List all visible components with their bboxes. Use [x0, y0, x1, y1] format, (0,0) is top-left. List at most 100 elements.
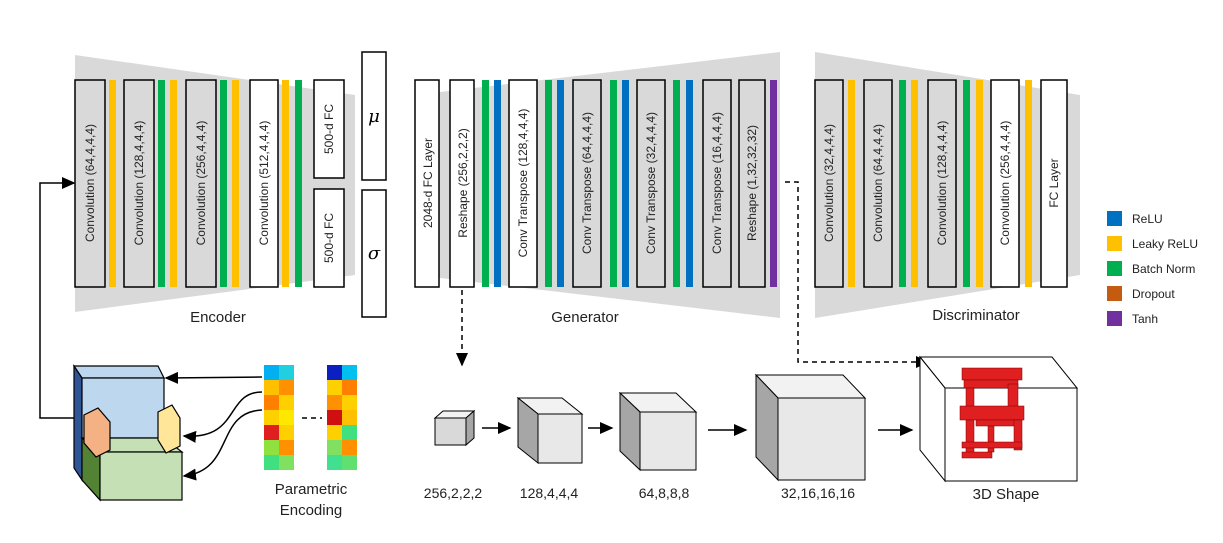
leaky-relu-bar [282, 80, 289, 287]
discriminator-layer-2 [863, 79, 893, 288]
generator-layer-3-label: Conv Transpose (128,4,4,4) [516, 109, 530, 258]
encoding-arrow-3 [182, 409, 263, 481]
chair-arm-right [157, 404, 181, 454]
chair-arm-left [83, 407, 111, 458]
generator-block: 2048-d FC Layer Reshape (256,2,2,2) Conv… [414, 52, 780, 326]
legend-label-batch-norm: Batch Norm [1132, 262, 1195, 276]
chair-back-top [72, 365, 165, 379]
cube-1-label: 256,2,2,2 [424, 485, 483, 501]
generator-label: Generator [551, 309, 619, 326]
leaky-relu-bar [976, 80, 983, 287]
batch-norm-bar [899, 80, 906, 287]
fc-mu-layer [313, 79, 345, 179]
discriminator-layer-3-label: Convolution (128,4,4,4) [935, 121, 949, 246]
discriminator-block: Convolution (32,4,4,4) Convolution (64,4… [814, 52, 1080, 324]
cube-3-label: 64,8,8,8 [639, 485, 690, 501]
cube-2 [516, 396, 584, 465]
encoder-label: Encoder [190, 309, 246, 326]
legend-swatch-leaky-relu [1107, 236, 1122, 251]
voxel-chair [959, 367, 1025, 459]
cube-2-label: 128,4,4,4 [520, 485, 579, 501]
discriminator-layer-5-label: FC Layer [1047, 158, 1061, 207]
fc-sigma-layer [313, 188, 345, 288]
generator-layer-2 [449, 79, 475, 288]
discriminator-layer-2-label: Convolution (64,4,4,4) [871, 124, 885, 242]
relu-bar [494, 80, 501, 287]
tanh-bar [770, 80, 777, 287]
chair-back-side [73, 364, 83, 482]
generator-layer-7 [738, 79, 766, 288]
sigma-box [361, 189, 387, 318]
discriminator-layer-5 [1040, 79, 1068, 288]
generator-layer-4-label: Conv Transpose (64,4,4,4) [580, 112, 594, 254]
relu-bar [557, 80, 564, 287]
leaky-relu-bar [232, 80, 239, 287]
batch-norm-bar [158, 80, 165, 287]
legend-swatch-tanh [1107, 311, 1122, 326]
batch-norm-bar [610, 80, 617, 287]
encoder-layer-1-label: Convolution (64,4,4,4) [83, 124, 97, 242]
mu-box [361, 51, 387, 181]
generator-layer-7-label: Reshape (1,32,32,32) [745, 125, 759, 241]
leaky-relu-bar [1025, 80, 1032, 287]
relu-bar [686, 80, 693, 287]
legend-label-leaky-relu: Leaky ReLU [1132, 237, 1198, 251]
generator-layer-6-label: Conv Transpose (16,4,4,4) [710, 112, 724, 254]
discriminator-layer-3 [927, 79, 957, 288]
parametric-encoding-column-2 [327, 365, 357, 470]
generator-layer-1-label: 2048-d FC Layer [421, 138, 435, 228]
leaky-relu-bar [848, 80, 855, 287]
encoder-layer-3 [185, 79, 217, 288]
encoder-layer-4-label: Convolution (512,4,4,4) [257, 121, 271, 246]
batch-norm-bar [482, 80, 489, 287]
encoding-arrow-2 [182, 391, 263, 443]
legend: ReLU Leaky ReLU Batch Norm Dropout Tanh [1107, 211, 1198, 326]
encoder-layer-3-label: Convolution (256,4,4,4) [194, 121, 208, 246]
fc-mu-label: 500-d FC [322, 104, 336, 154]
parametric-encoding-label-line1: Parametric [275, 481, 348, 498]
encoder-layer-2-label: Convolution (128,4,4,4) [132, 121, 146, 246]
shape-label: 3D Shape [973, 486, 1040, 503]
discriminator-label: Discriminator [932, 307, 1020, 324]
generator-layer-3 [508, 79, 538, 288]
generator-layer-1 [414, 79, 440, 288]
generator-layer-6 [702, 79, 732, 288]
feedback-arrow [39, 177, 76, 419]
discriminator-layer-1 [814, 79, 844, 288]
encoder-block: Convolution (64,4,4,4) Convolution (128,… [74, 55, 355, 326]
mu-symbol: μ [368, 106, 380, 127]
encoder-layer-4 [249, 79, 279, 288]
legend-swatch-dropout [1107, 286, 1122, 301]
leaky-relu-bar [109, 80, 116, 287]
batch-norm-bar [295, 80, 302, 287]
parametric-encoding-label-line2: Encoding [280, 502, 343, 519]
parametric-encoding-column-1 [264, 365, 294, 470]
generator-layer-5-label: Conv Transpose (32,4,4,4) [644, 112, 658, 254]
discriminator-layer-1-label: Convolution (32,4,4,4) [822, 124, 836, 242]
encoder-layer-2 [123, 79, 155, 288]
cube-4-label: 32,16,16,16 [781, 485, 855, 501]
legend-swatch-relu [1107, 211, 1122, 226]
legend-swatch-batch-norm [1107, 261, 1122, 276]
batch-norm-bar [220, 80, 227, 287]
chair-primitive-model [72, 364, 184, 502]
encoder-layer-1 [74, 79, 106, 288]
cube-4 [754, 373, 867, 482]
discriminator-layer-4-label: Convolution (256,4,4,4) [998, 121, 1012, 246]
cube-1 [433, 409, 476, 447]
discriminator-layer-4 [990, 79, 1020, 288]
fc-sigma-label: 500-d FC [322, 213, 336, 263]
sigma-symbol: σ [368, 243, 381, 264]
batch-norm-bar [545, 80, 552, 287]
cube-3 [618, 391, 698, 472]
legend-label-relu: ReLU [1132, 212, 1163, 226]
generator-layer-5 [636, 79, 666, 288]
leaky-relu-bar [911, 80, 918, 287]
encoding-arrow-1 [164, 371, 263, 384]
generator-to-shape-arrow [785, 181, 930, 368]
chair-back-front [81, 377, 165, 439]
chair-seat-front [99, 451, 183, 501]
relu-bar [622, 80, 629, 287]
batch-norm-bar [963, 80, 970, 287]
